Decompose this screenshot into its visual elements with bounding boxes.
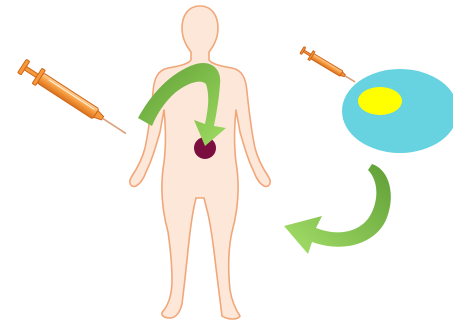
- cell: [342, 69, 453, 153]
- left-syringe-barrel: [37, 73, 99, 119]
- left-syringe: [17, 58, 131, 141]
- right-syringe: [299, 46, 357, 87]
- right-syringe-plunger-rod: [303, 50, 311, 56]
- human-body-outline: [130, 6, 270, 319]
- right-syringe-barrel: [311, 54, 343, 77]
- human-body-figure: [130, 6, 270, 319]
- return-arrow: [284, 164, 391, 254]
- right-syringe-needle: [345, 76, 355, 82]
- cell-nucleus: [358, 87, 402, 115]
- left-syringe-needle: [103, 118, 126, 133]
- cell-membrane: [342, 69, 453, 153]
- left-syringe-plunger-rod: [24, 67, 38, 78]
